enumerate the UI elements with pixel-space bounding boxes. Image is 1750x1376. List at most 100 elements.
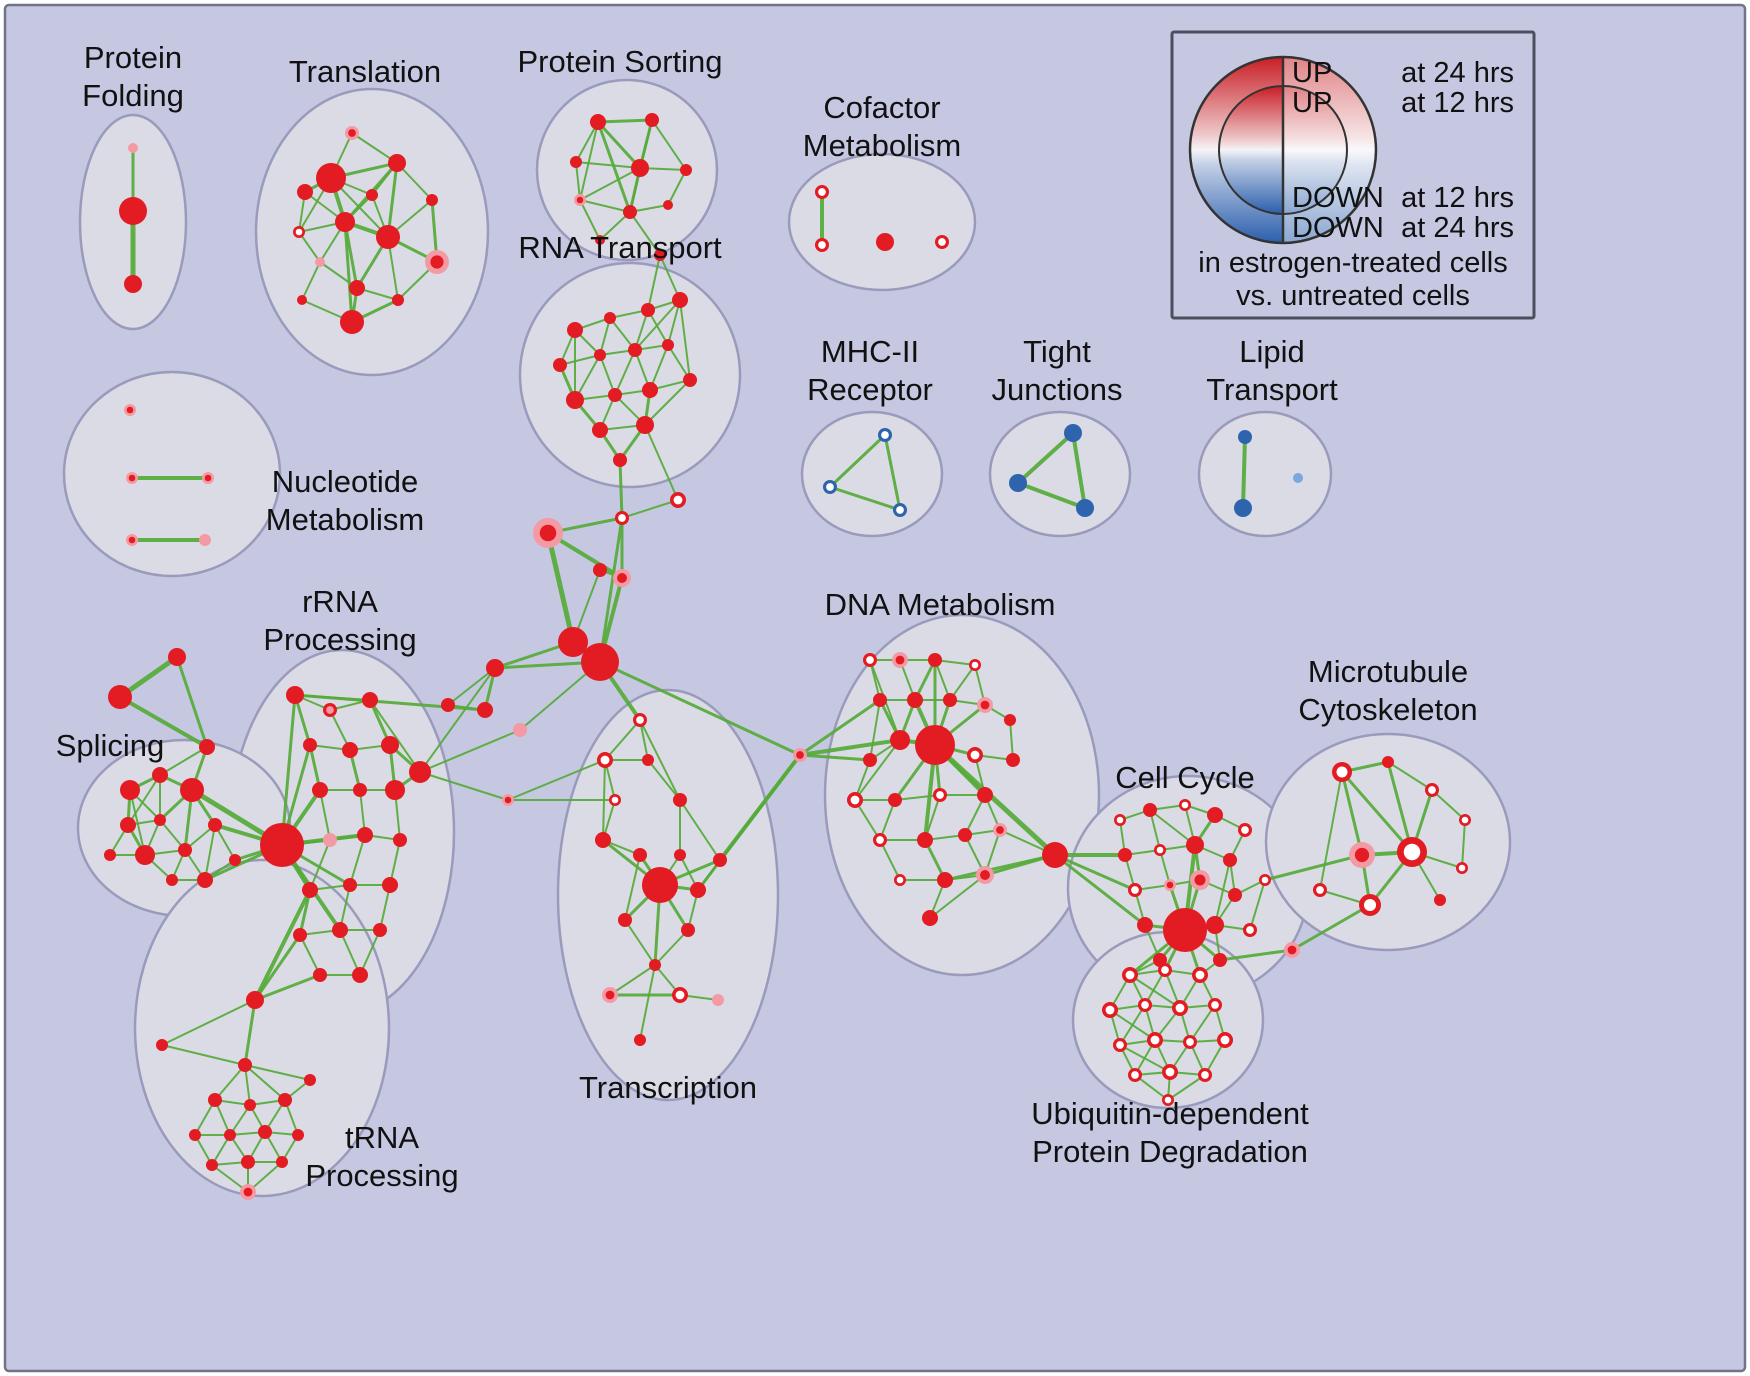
network-edge bbox=[624, 854, 641, 921]
network-node bbox=[1009, 474, 1027, 492]
network-node bbox=[1434, 894, 1446, 906]
cluster-ellipse-protein-sorting bbox=[535, 78, 719, 262]
cluster-label-splicing: Splicing bbox=[56, 728, 165, 763]
network-node bbox=[1138, 998, 1152, 1012]
network-node bbox=[615, 511, 629, 525]
network-node bbox=[878, 428, 892, 442]
network-edge bbox=[929, 874, 986, 919]
network-edge bbox=[339, 929, 361, 976]
network-node bbox=[1190, 870, 1210, 890]
network-node bbox=[642, 382, 658, 398]
network-node bbox=[1162, 1094, 1174, 1106]
network-node bbox=[907, 692, 923, 708]
network-node bbox=[1313, 883, 1327, 897]
network-node bbox=[180, 778, 204, 802]
legend-down-24-label: DOWN bbox=[1292, 212, 1384, 244]
network-edge bbox=[118, 695, 209, 749]
network-node bbox=[345, 126, 359, 140]
network-node bbox=[1234, 499, 1252, 517]
network-node bbox=[969, 659, 981, 671]
network-node bbox=[376, 225, 400, 249]
network-edge bbox=[1129, 974, 1181, 1009]
network-node bbox=[645, 113, 659, 127]
network-edge bbox=[1218, 948, 1294, 962]
network-node bbox=[1164, 879, 1176, 891]
network-node bbox=[126, 534, 138, 546]
network-node bbox=[135, 845, 155, 865]
network-edge bbox=[351, 132, 398, 164]
network-node bbox=[502, 794, 514, 806]
cluster-label-tight-junctions: Junctions bbox=[992, 372, 1123, 407]
network-node bbox=[208, 818, 222, 832]
network-edge bbox=[596, 120, 642, 170]
cluster-label-rna-transport: RNA Transport bbox=[518, 230, 722, 265]
network-node bbox=[292, 1129, 304, 1141]
network-node bbox=[340, 310, 364, 334]
network-node bbox=[1004, 714, 1016, 726]
cluster-label-nucleotide-metabolism: Metabolism bbox=[266, 502, 425, 537]
network-node bbox=[332, 922, 348, 938]
network-edge bbox=[644, 424, 679, 501]
network-node bbox=[343, 878, 357, 892]
network-node bbox=[303, 738, 317, 752]
network-node bbox=[1154, 844, 1166, 856]
network-node bbox=[1147, 1032, 1163, 1048]
network-edge bbox=[639, 719, 681, 801]
network-edge bbox=[894, 794, 941, 801]
network-node bbox=[1128, 883, 1142, 897]
network-edge bbox=[679, 299, 691, 381]
network-node bbox=[593, 563, 607, 577]
cluster-label-protein-folding: Folding bbox=[82, 78, 184, 113]
network-node bbox=[890, 730, 910, 750]
network-node bbox=[126, 472, 138, 484]
network-node bbox=[567, 322, 583, 338]
network-node bbox=[315, 257, 325, 267]
network-edge bbox=[934, 659, 951, 701]
network-edge bbox=[647, 254, 661, 311]
network-edge bbox=[679, 799, 721, 861]
network-edge bbox=[932, 742, 1058, 858]
network-node bbox=[388, 154, 406, 172]
network-nodes-layer bbox=[104, 113, 1471, 1200]
network-node bbox=[894, 874, 906, 886]
network-edge bbox=[828, 485, 902, 512]
network-edge bbox=[604, 719, 641, 761]
network-edge bbox=[1241, 435, 1247, 510]
network-node bbox=[935, 235, 949, 249]
network-edge bbox=[214, 1064, 246, 1101]
network-edge bbox=[644, 379, 691, 426]
network-node bbox=[604, 312, 616, 324]
network-edge bbox=[1159, 849, 1171, 886]
network-node bbox=[1223, 853, 1237, 867]
cluster-ellipse-rna-transport bbox=[518, 261, 742, 489]
network-edge bbox=[309, 839, 331, 891]
network-node bbox=[623, 205, 637, 219]
network-edge bbox=[1053, 853, 1147, 927]
network-edge bbox=[618, 458, 624, 520]
network-node bbox=[316, 163, 346, 193]
legend-up-12-time: at 12 hrs bbox=[1401, 87, 1514, 119]
network-node bbox=[124, 275, 142, 293]
network-edge bbox=[798, 738, 902, 757]
network-edge bbox=[1053, 853, 1137, 892]
network-node bbox=[381, 736, 399, 754]
network-edge bbox=[319, 789, 331, 841]
network-node bbox=[1113, 1038, 1127, 1052]
network-edge bbox=[298, 231, 321, 263]
network-node bbox=[943, 693, 957, 707]
network-edge bbox=[129, 789, 146, 856]
network-node bbox=[592, 422, 608, 438]
network-edge bbox=[579, 167, 641, 201]
network-node bbox=[634, 1034, 646, 1046]
network-node bbox=[208, 1093, 222, 1107]
network-edge bbox=[161, 1044, 246, 1066]
cluster-label-rrna-processing: rRNA bbox=[302, 584, 378, 619]
network-node bbox=[863, 753, 877, 767]
network-node bbox=[156, 1039, 168, 1051]
cluster-label-mhc-ii-receptor: MHC-II bbox=[821, 334, 919, 369]
network-node bbox=[276, 1156, 288, 1168]
network-node bbox=[104, 849, 116, 861]
network-node bbox=[152, 767, 168, 783]
network-node bbox=[120, 817, 136, 833]
